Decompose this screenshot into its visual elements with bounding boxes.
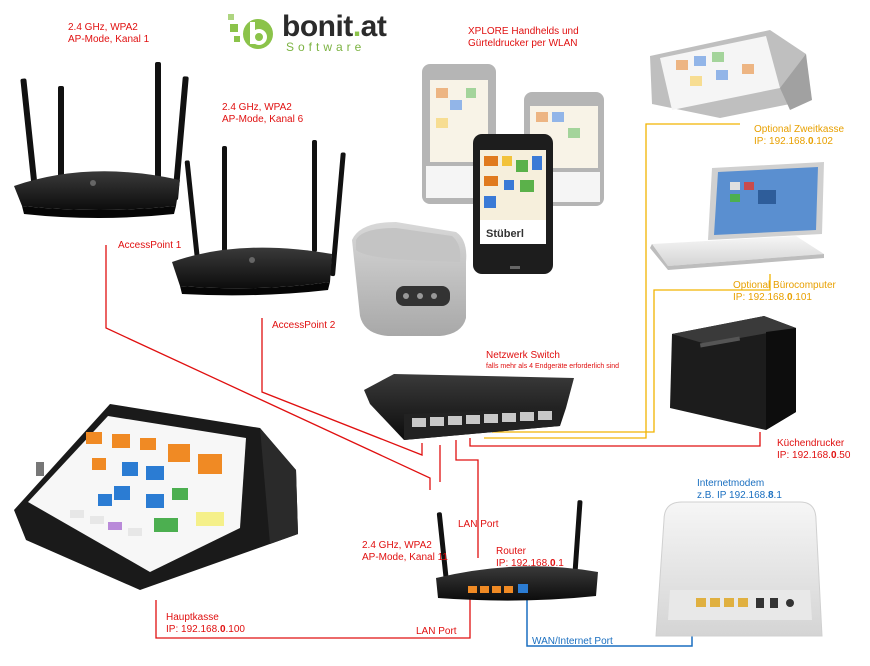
router-device xyxy=(436,500,598,601)
lan-port-label-top: LAN Port xyxy=(458,519,499,530)
cable-switch-to-router xyxy=(455,440,479,558)
bonit-logo-wordmark: bonit.at xyxy=(282,10,387,43)
zweitkasse-label: Optional Zweitkasse IP: 192.168.0.102 xyxy=(754,124,845,147)
lan-cables xyxy=(105,245,761,639)
internetmodem-label: Internetmodem z.B. IP 192.168.8.1 xyxy=(697,478,782,501)
accesspoint-1-router xyxy=(14,62,189,218)
lan-port-label-bottom: LAN Port xyxy=(416,626,457,637)
wlan-client-cables xyxy=(484,123,771,439)
handheld-screen-text: Stüberl xyxy=(486,228,524,240)
internetmodem xyxy=(655,501,823,637)
zweitkasse-pos xyxy=(650,30,812,118)
handheld-front: Stüberl xyxy=(473,134,553,274)
kuechendrucker-label: Küchendrucker IP: 192.168.0.50 xyxy=(777,438,851,461)
bonit-logo-subtitle: Software xyxy=(286,40,366,54)
cable-ap2-to-switch xyxy=(261,318,423,456)
hauptkasse-pos xyxy=(14,404,298,590)
buerocomputer-laptop xyxy=(650,162,824,270)
wan-port-label: WAN/Internet Port xyxy=(532,636,613,647)
buerocomputer-label: Optional Bürocomputer IP: 192.168.0.101 xyxy=(733,280,836,303)
guerteldrucker xyxy=(352,222,467,336)
bonit-logo-icon xyxy=(228,14,273,49)
bonit-logo: bonit.at Software xyxy=(228,10,428,54)
accesspoint-2-router xyxy=(172,140,346,296)
switch-label: Netzwerk Switch falls mehr als 4 Endgerä… xyxy=(486,350,620,370)
router-label: Router IP: 192.168.0.1 xyxy=(496,546,564,569)
cable-ap1-to-router xyxy=(105,245,431,490)
cable-zweitkasse xyxy=(484,123,740,439)
netzwerk-switch xyxy=(364,374,574,440)
cable-buerocomputer xyxy=(492,274,771,433)
accesspoint-1-label: AccessPoint 1 xyxy=(118,240,182,251)
accesspoint-2-label: AccessPoint 2 xyxy=(272,320,336,331)
kuechendrucker xyxy=(670,316,796,430)
hauptkasse-label: Hauptkasse IP: 192.168.0.100 xyxy=(166,612,245,635)
cable-kuechendrucker-to-switch xyxy=(469,432,761,447)
cable-hauptkasse-to-router xyxy=(155,598,471,639)
